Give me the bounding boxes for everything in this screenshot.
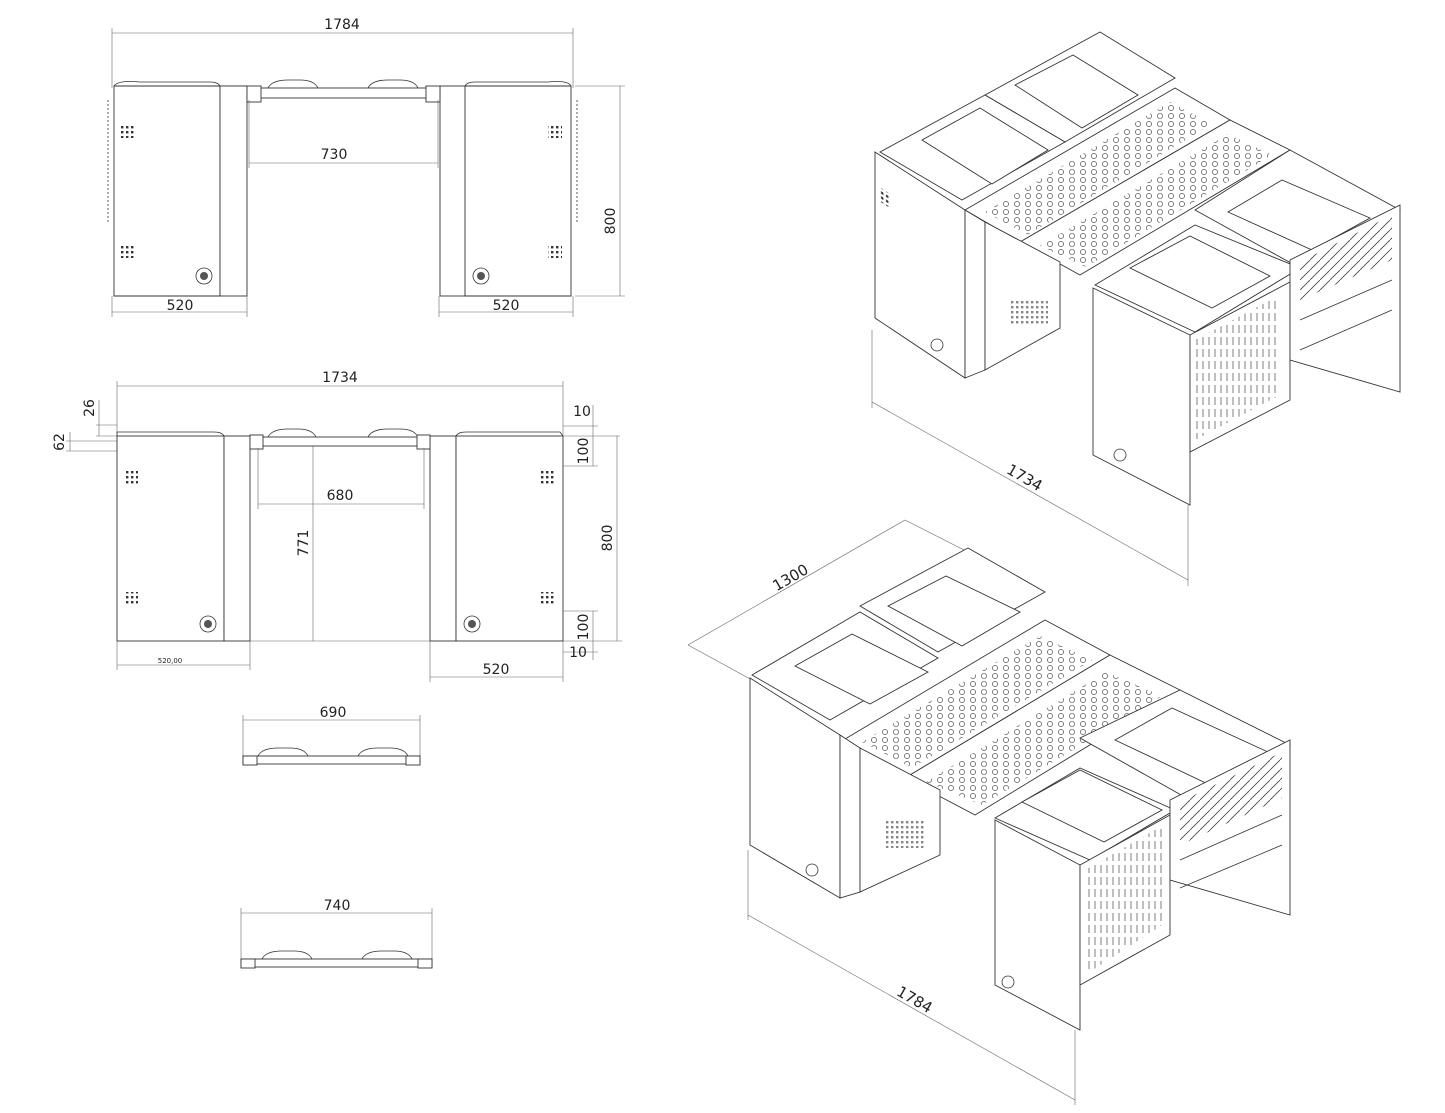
inner-view: 1734 26 62 680 <box>52 370 622 682</box>
inner-opening-width-label: 680 <box>327 488 354 504</box>
inner-right-width-label: 520 <box>483 662 510 678</box>
inner-left-width-label: 520,00 <box>158 657 183 665</box>
inner-offset-b-label: 62 <box>52 433 68 451</box>
iso-view-bottom: 1300 1784 <box>687 519 1291 1105</box>
front-right-width-label: 520 <box>493 298 520 314</box>
inner-overall-width-label: 1734 <box>322 370 358 386</box>
inner-height-label: 800 <box>600 525 616 552</box>
front-opening-width-label: 730 <box>321 147 348 163</box>
logo-emblem-icon <box>195 267 213 285</box>
vent-grille-icon <box>121 244 135 258</box>
logo-emblem-icon <box>472 267 490 285</box>
vent-grille-icon <box>548 124 562 138</box>
logo-emblem-icon <box>1113 448 1127 462</box>
vent-grille-icon <box>124 592 138 606</box>
iso-bottom-depth-label: 1300 <box>769 560 811 595</box>
vent-grille-icon <box>124 470 138 484</box>
front-view: 1784 730 800 <box>107 17 625 317</box>
inner-top-gap-label: 10 <box>573 404 591 420</box>
inner-offset-a-label: 26 <box>82 399 98 417</box>
front-left-width-label: 520 <box>167 298 194 314</box>
vent-grille-icon <box>540 592 554 606</box>
front-height-label: 800 <box>603 208 619 235</box>
iso-bottom-length-label: 1784 <box>893 982 935 1017</box>
inner-top-step-label: 100 <box>576 438 592 465</box>
iso-view-top: 1734 <box>871 31 1401 586</box>
iso-top-length-label: 1734 <box>1003 460 1045 495</box>
vent-grille-icon <box>121 124 135 138</box>
logo-emblem-icon <box>1001 975 1015 989</box>
logo-emblem-icon <box>930 338 944 352</box>
panel-b-width-label: 740 <box>324 898 351 914</box>
logo-emblem-icon <box>199 615 217 633</box>
front-overall-width-label: 1784 <box>324 17 360 33</box>
logo-emblem-icon <box>805 863 819 877</box>
vent-grille-icon <box>540 470 554 484</box>
panel-a-width-label: 690 <box>320 705 347 721</box>
logo-emblem-icon <box>463 615 481 633</box>
panel-b-view: 740 <box>240 898 433 969</box>
inner-opening-height-label: 771 <box>296 530 312 557</box>
inner-bottom-gap-label: 10 <box>569 645 587 661</box>
panel-a-view: 690 <box>242 705 421 766</box>
vent-grille-icon <box>548 244 562 258</box>
inner-bottom-step-label: 100 <box>576 614 592 641</box>
